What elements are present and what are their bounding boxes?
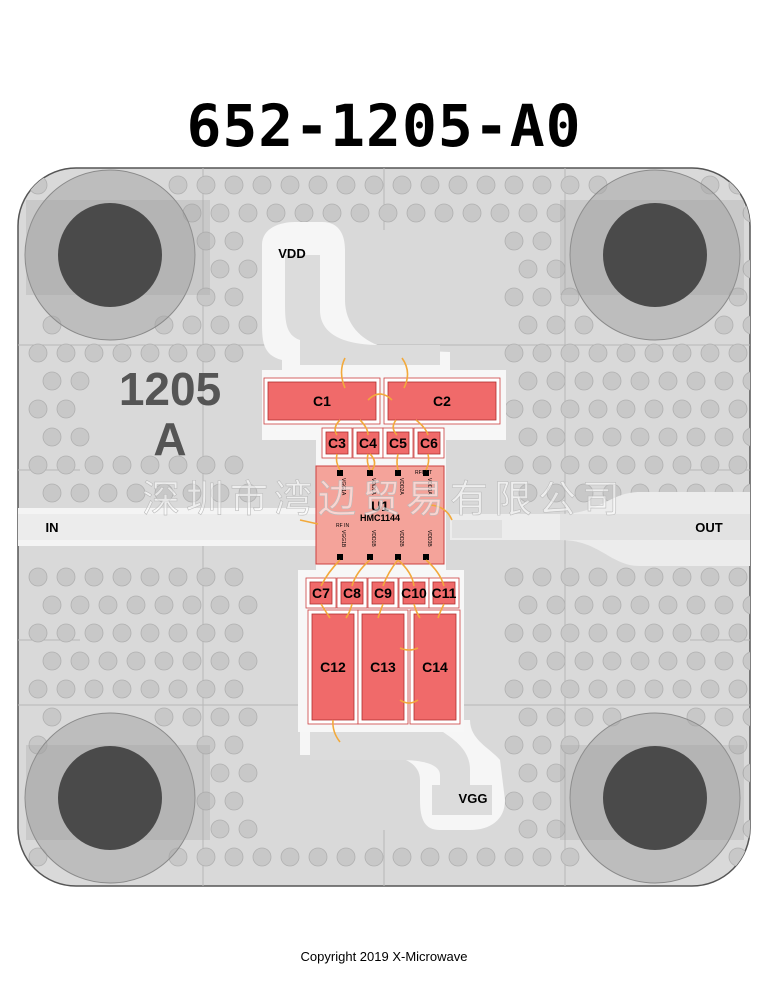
- bond-wire: [382, 559, 399, 587]
- component-label-c9: C9: [374, 585, 392, 601]
- component-label-c8: C8: [343, 585, 361, 601]
- chip-pin-label: VDD3B: [426, 530, 432, 547]
- component-label-c12: C12: [320, 659, 346, 675]
- bond-wire: [399, 699, 419, 704]
- bond-wire: [392, 419, 398, 436]
- component-label-c1: C1: [313, 393, 331, 409]
- component-c8: C8: [336, 577, 368, 609]
- chip-pin-pad: [395, 470, 401, 476]
- chip-pins-bottom: VGG1B VDD1B VDD2B VDD3B: [337, 530, 432, 560]
- chip-pin-pad: [367, 554, 373, 560]
- mounting-hole-top-left: [24, 169, 210, 341]
- board-mark-line1: 1205: [119, 363, 221, 415]
- vgg-trace: [300, 720, 505, 830]
- mounting-hole-top-right: [560, 169, 744, 341]
- port-label-vdd: VDD: [278, 246, 305, 261]
- component-c11: C11: [428, 577, 460, 609]
- chip-pin-pad: [423, 470, 429, 476]
- chip-pin-label: VGG1B: [340, 530, 346, 548]
- component-label-c4: C4: [359, 435, 377, 451]
- component-label-c10: C10: [401, 585, 427, 601]
- component-c7: C7: [305, 577, 337, 609]
- chip-pin-label: VDD3A: [426, 478, 432, 495]
- mounting-hole-bottom-left: [24, 712, 210, 884]
- chip-label: HMC1144: [360, 513, 400, 523]
- chip-pin-label: VGG1A: [340, 478, 346, 496]
- component-c6: C6: [413, 427, 445, 459]
- bond-wire: [359, 419, 369, 436]
- chip-pin-label: VDD1B: [370, 530, 376, 547]
- rf-line: [18, 492, 750, 566]
- bond-wire: [334, 419, 341, 436]
- component-c2: C2: [383, 377, 501, 425]
- bond-wire: [366, 453, 371, 471]
- chip-hmc1144: U1 HMC1144 RF IN RFOUT VGG1AVDD1AVDD2AVD…: [315, 465, 445, 565]
- bond-wire: [345, 603, 353, 619]
- chip-rf-in: RF IN: [336, 523, 349, 529]
- component-label-c2: C2: [433, 393, 451, 409]
- bond-wire: [320, 559, 341, 587]
- port-label-out: OUT: [695, 520, 723, 535]
- bond-wire: [437, 603, 445, 619]
- watermark: 深圳市湾边贸易有限公司: [142, 477, 626, 521]
- component-label-c14: C14: [422, 659, 448, 675]
- chip-ref: U1: [371, 498, 389, 514]
- chip-pins-top: VGG1A VDD1A VDD2A VDD3A: [337, 470, 432, 496]
- bond-wire: [367, 393, 393, 401]
- bond-wire: [377, 603, 384, 619]
- bond-wire: [351, 559, 371, 587]
- chip-pin-pad: [423, 554, 429, 560]
- board-mark-line2: A: [153, 413, 186, 465]
- bond-wire: [401, 357, 409, 389]
- bond-wire: [429, 504, 453, 521]
- component-c12: C12: [307, 609, 359, 725]
- mounting-holes: [24, 169, 744, 884]
- component-c3: C3: [321, 427, 353, 459]
- bond-wire: [415, 419, 429, 436]
- chip-pin-label: VDD2A: [398, 478, 404, 495]
- port-label-in: IN: [46, 520, 59, 535]
- component-label-c5: C5: [389, 435, 407, 451]
- bond-wire: [425, 559, 445, 587]
- component-label-c7: C7: [312, 585, 330, 601]
- chip-pin-pad: [395, 554, 401, 560]
- chip-pin-pad: [337, 470, 343, 476]
- component-label-c13: C13: [370, 659, 396, 675]
- chip-pin-label: VDD1A: [370, 478, 376, 495]
- copyright-text: Copyright 2019 X-Microwave: [300, 949, 468, 964]
- bond-wire: [425, 453, 430, 471]
- mounting-hole-bottom-right: [560, 712, 744, 884]
- chip-pin-pad: [337, 554, 343, 560]
- bond-wire: [396, 453, 399, 471]
- component-label-c11: C11: [432, 585, 457, 601]
- component-c5: C5: [382, 427, 414, 459]
- bond-wire: [335, 453, 341, 471]
- page-title: 652-1205-A0: [186, 92, 582, 160]
- component-label-c3: C3: [328, 435, 346, 451]
- component-label-c6: C6: [420, 435, 438, 451]
- chip-pin-pad: [367, 470, 373, 476]
- component-c9: C9: [367, 577, 399, 609]
- bond-wire: [397, 559, 415, 587]
- bond-wire: [399, 647, 419, 651]
- component-c14: C14: [409, 609, 461, 725]
- bond-wire: [340, 357, 346, 389]
- component-c1: C1: [263, 377, 381, 425]
- chip-body: [315, 465, 445, 565]
- port-label-vgg: VGG: [459, 791, 488, 806]
- component-c13: C13: [357, 609, 409, 725]
- vdd-trace: [262, 222, 450, 378]
- bond-wire: [320, 603, 331, 619]
- bond-wire: [413, 603, 421, 619]
- chip-pin-label: VDD2B: [398, 530, 404, 547]
- via-field: [28, 175, 750, 867]
- bond-wire: [332, 719, 341, 743]
- bond-wires: [299, 357, 453, 743]
- bond-wire: [369, 453, 376, 471]
- bond-wire: [299, 519, 319, 525]
